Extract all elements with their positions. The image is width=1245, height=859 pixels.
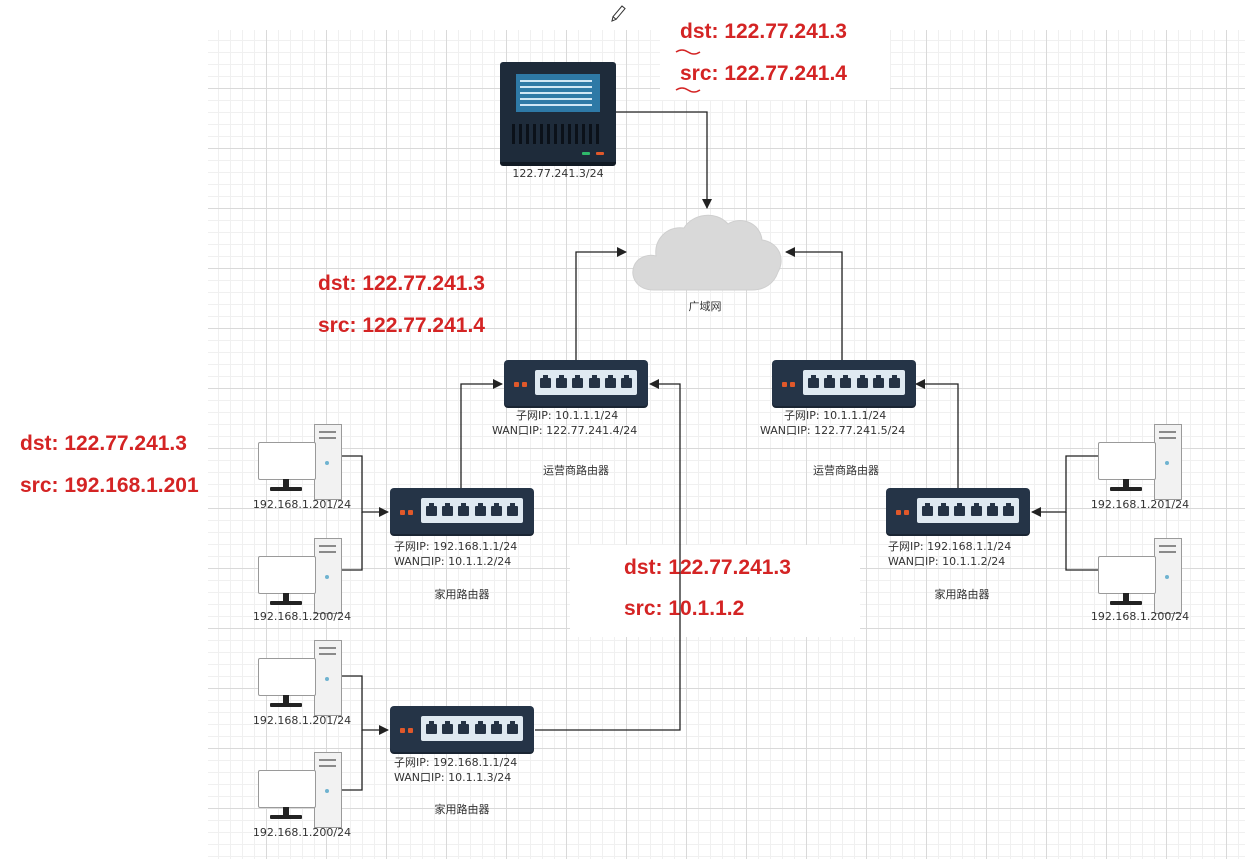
annotation-left-src: src: 192.168.1.201 (20, 474, 199, 497)
pc-icon (258, 538, 342, 618)
home-router-right (886, 488, 1030, 534)
wire-pc-left4 (340, 730, 363, 791)
isp-router-left-caption: 运营商路由器 (543, 464, 609, 477)
pc-icon (258, 640, 342, 720)
isp-router-right (772, 360, 916, 406)
wire-pc-left2 (340, 512, 363, 571)
cloud-label: 广域网 (688, 300, 722, 313)
annotation-backdrop (570, 545, 860, 637)
home-router-left-caption: 家用路由器 (434, 588, 490, 601)
home-router-right-subnet: 子网IP: 192.168.1.1/24 (888, 540, 1012, 553)
diagram-canvas (208, 30, 1245, 859)
pc-right-1-ip: 192.168.1.201/24 (1090, 498, 1190, 511)
isp-router-right-wan: WAN口IP: 122.77.241.5/24 (760, 424, 906, 437)
home-router-right-wan: WAN口IP: 10.1.1.2/24 (888, 555, 1006, 568)
wire-isp-right-cloud (785, 247, 843, 360)
annotation-top-src: src: 122.77.241.4 (680, 62, 847, 85)
annotation-bottom-src: src: 10.1.1.2 (624, 597, 745, 620)
underline-mark (675, 49, 701, 55)
wire-isp-left-cloud (575, 247, 627, 360)
pc-left-4-ip: 192.168.1.200/24 (252, 826, 352, 839)
wire-home-right-isp-right (915, 379, 959, 488)
isp-router-left (504, 360, 648, 406)
pc-right-2-ip: 192.168.1.200/24 (1090, 610, 1190, 623)
wire-pc-left3 (340, 675, 389, 735)
annotation-mid-src: src: 122.77.241.4 (318, 314, 485, 337)
isp-router-left-subnet: 子网IP: 10.1.1.1/24 (516, 409, 619, 422)
annotation-backdrop (660, 0, 890, 100)
wire-pc-right2 (1065, 512, 1100, 571)
home-router-left-wan: WAN口IP: 10.1.1.2/24 (394, 555, 512, 568)
home-router-right-caption: 家用路由器 (934, 588, 990, 601)
pc-left-2-ip: 192.168.1.200/24 (252, 610, 352, 623)
isp-router-right-subnet: 子网IP: 10.1.1.1/24 (784, 409, 887, 422)
home-router-bottom-caption: 家用路由器 (434, 803, 490, 816)
annotation-top-dst: dst: 122.77.241.3 (680, 20, 847, 43)
isp-router-left-wan: WAN口IP: 122.77.241.4/24 (492, 424, 638, 437)
home-router-left (390, 488, 534, 534)
underline-mark (675, 87, 701, 93)
annotation-mid-dst: dst: 122.77.241.3 (318, 272, 485, 295)
home-router-bottom-wan: WAN口IP: 10.1.1.3/24 (394, 771, 512, 784)
home-router-left-subnet: 子网IP: 192.168.1.1/24 (394, 540, 518, 553)
isp-router-right-caption: 运营商路由器 (813, 464, 879, 477)
annotation-bottom-dst: dst: 122.77.241.3 (624, 556, 791, 579)
pc-left-1-ip: 192.168.1.201/24 (252, 498, 352, 511)
wire-server-cloud (616, 111, 712, 209)
home-router-bottom (390, 706, 534, 752)
pc-icon (1098, 538, 1182, 618)
pencil-icon (611, 5, 626, 22)
wire-pc-right1 (1031, 455, 1100, 517)
pc-icon (1098, 424, 1182, 504)
wire-home-bottom-isp-left (535, 379, 681, 731)
annotation-left-dst: dst: 122.77.241.3 (20, 432, 187, 455)
pc-icon (258, 752, 342, 832)
pc-icon (258, 424, 342, 504)
server-ip-label: 122.77.241.3/24 (512, 167, 604, 180)
wire-home-left-isp-left (460, 379, 503, 488)
cloud-icon (632, 214, 782, 291)
wire-pc-left1 (340, 455, 389, 517)
home-router-bottom-subnet: 子网IP: 192.168.1.1/24 (394, 756, 518, 769)
server-icon (500, 62, 616, 166)
pc-left-3-ip: 192.168.1.201/24 (252, 714, 352, 727)
